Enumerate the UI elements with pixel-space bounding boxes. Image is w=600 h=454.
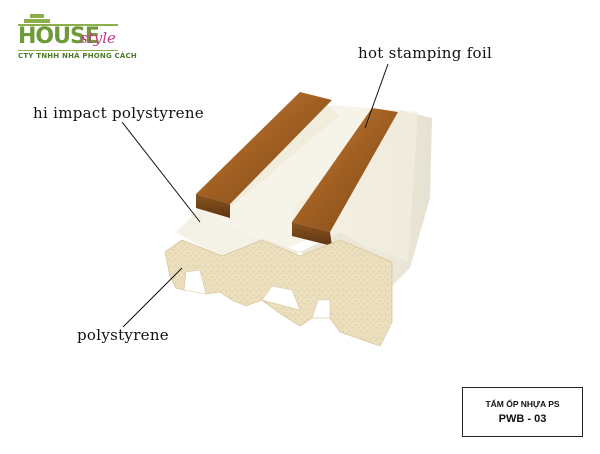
polystyrene-core — [164, 239, 393, 347]
hips-leader-line — [121, 121, 201, 223]
logo-style-text: style — [80, 29, 116, 47]
product-name: TẤM ỐP NHỰA PS — [485, 399, 560, 409]
label-hi-impact-polystyrene: hi impact polystyrene — [33, 104, 204, 122]
product-code: PWB - 03 — [498, 413, 547, 425]
foil-layer — [196, 92, 398, 246]
logo-subtitle: CTY TNHH NHÀ PHONG CÁCH — [18, 52, 137, 60]
logo-wordmark: HOUSE — [18, 24, 100, 49]
product-info-box: TẤM ỐP NHỰA PS PWB - 03 — [462, 387, 583, 437]
foil-leader-line — [364, 63, 389, 129]
logo-mark — [18, 14, 118, 51]
polystyrene-leader-line — [122, 267, 183, 328]
label-hot-stamping-foil: hot stamping foil — [358, 44, 493, 62]
label-polystyrene: polystyrene — [77, 326, 169, 344]
